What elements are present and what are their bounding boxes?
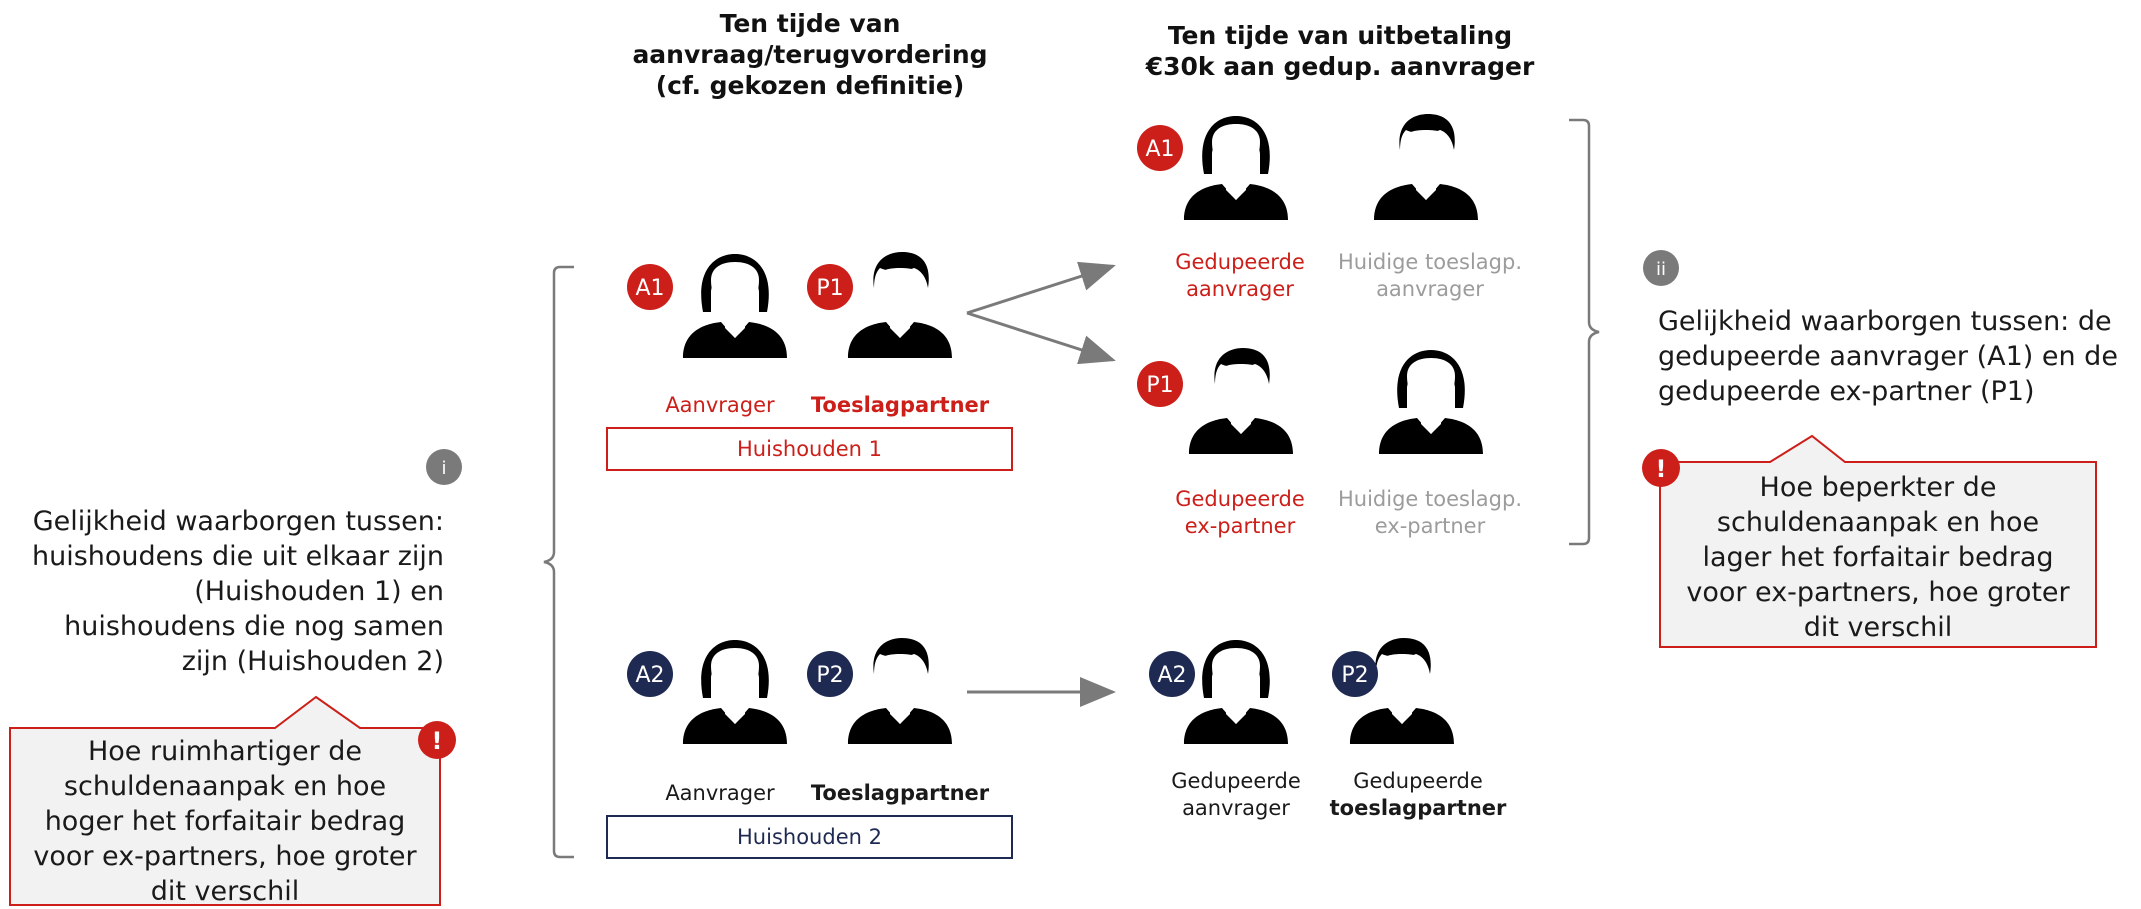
person-a2-household2-icon <box>683 640 787 744</box>
svg-text:!: ! <box>1656 455 1667 483</box>
huidige-toeslagp-aanvrager-label: Huidige toeslagp. aanvrager <box>1325 249 1535 303</box>
marker-ii: ii <box>1643 250 1679 286</box>
left-callout-line2: schuldenaanpak en hoe <box>63 771 387 802</box>
badge-p1-household1: P1 <box>807 264 853 310</box>
gedupeerde-ex-partner-line1: Gedupeerde <box>1175 487 1305 511</box>
left-note-line3: (Huishouden 1) en <box>194 576 444 607</box>
left-callout-text: Hoe ruimhartiger de schuldenaanpak en ho… <box>10 734 440 909</box>
household2-box: Huishouden 2 <box>606 815 1013 859</box>
gedupeerde-ex-partner-label: Gedupeerde ex-partner <box>1150 486 1330 540</box>
left-callout-frame <box>9 695 441 906</box>
svg-text:A2: A2 <box>635 663 664 688</box>
svg-text:i: i <box>441 458 446 479</box>
person-p2-household2-icon <box>848 638 952 744</box>
left-bracket <box>543 265 574 859</box>
left-note-line2: huishoudens die uit elkaar zijn <box>31 541 444 572</box>
right-bracket <box>1569 118 1600 546</box>
person-huidige-toeslagp-aanvrager-icon <box>1374 114 1478 220</box>
gedupeerde-ex-partner-line2: ex-partner <box>1184 514 1296 538</box>
right-callout-line3: lager het forfaitair bedrag <box>1702 542 2054 573</box>
svg-text:A2: A2 <box>1157 663 1186 688</box>
household1-applicant-label: Aanvrager <box>665 393 775 417</box>
svg-text:A1: A1 <box>635 276 664 301</box>
right-callout-line2: schuldenaanpak en hoe <box>1716 507 2040 538</box>
gedupeerde-toeslagpartner-label: Gedupeerde toeslagpartner <box>1318 768 1518 822</box>
gedupeerde-aanvrager-2-line1: Gedupeerde <box>1171 769 1301 793</box>
right-callout-warning-icon: ! <box>1642 449 1680 487</box>
header-payout-line2: €30k aan gedup. aanvrager <box>1145 52 1535 81</box>
header-payout-line1: Ten tijde van uitbetaling <box>1167 21 1513 50</box>
badge-a2-payout: A2 <box>1149 651 1195 697</box>
household1-box: Huishouden 1 <box>606 427 1013 471</box>
person-huidige-toeslagp-ex-partner-icon <box>1379 350 1483 454</box>
svg-text:P1: P1 <box>816 276 843 301</box>
person-a1-household1-icon <box>683 254 787 358</box>
header-application-line3: (cf. gekozen definitie) <box>655 71 965 100</box>
huidige-toeslagp-ex-partner-line2: ex-partner <box>1374 514 1486 538</box>
badge-p2-household2: P2 <box>807 651 853 697</box>
left-note-line1: Gelijkheid waarborgen tussen: <box>32 506 444 537</box>
huidige-toeslagp-ex-partner-line1: Huidige toeslagp. <box>1337 487 1522 511</box>
right-note: Gelijkheid waarborgen tussen: de gedupee… <box>1658 304 2138 409</box>
badge-a1-payout: A1 <box>1137 125 1183 171</box>
person-gedupeerde-aanvrager-2-icon <box>1184 640 1288 744</box>
badge-p2-payout: P2 <box>1332 651 1378 697</box>
household1-partner-label: Toeslagpartner <box>810 393 990 417</box>
left-callout-line3: hoger het forfaitair bedrag <box>44 806 406 837</box>
right-note-line1: Gelijkheid waarborgen tussen: de <box>1658 306 2112 337</box>
household2-applicant-label: Aanvrager <box>665 781 775 805</box>
left-note-line5: zijn (Huishouden 2) <box>181 646 444 677</box>
svg-text:P2: P2 <box>816 663 843 688</box>
gedupeerde-aanvrager-line1: Gedupeerde <box>1175 250 1305 274</box>
header-application-time: Ten tijde van aanvraag/terugvordering (c… <box>600 8 1020 101</box>
left-callout-warning-icon: ! <box>418 721 456 759</box>
person-p1-household1-icon <box>848 252 952 358</box>
person-gedupeerde-ex-partner-icon <box>1189 348 1293 454</box>
right-note-line3: gedupeerde ex-partner (P1) <box>1658 376 2035 407</box>
header-application-line1: Ten tijde van <box>719 9 901 38</box>
left-note-line4: huishoudens die nog samen <box>64 611 444 642</box>
left-note: Gelijkheid waarborgen tussen: huishouden… <box>10 504 444 679</box>
badge-p1-payout: P1 <box>1137 361 1183 407</box>
left-callout-line1: Hoe ruimhartiger de <box>87 736 363 767</box>
gedupeerde-aanvrager-2-label: Gedupeerde aanvrager <box>1146 768 1326 822</box>
right-callout-text: Hoe beperkter de schuldenaanpak en hoe l… <box>1660 470 2096 645</box>
gedupeerde-aanvrager-line2: aanvrager <box>1186 277 1294 301</box>
marker-i: i <box>426 449 462 485</box>
svg-text:P1: P1 <box>1146 373 1173 398</box>
right-callout-line4: voor ex-partners, hoe groter <box>1686 577 2070 608</box>
right-callout-line1: Hoe beperkter de <box>1759 472 1997 503</box>
huidige-toeslagp-ex-partner-label: Huidige toeslagp. ex-partner <box>1325 486 1535 540</box>
right-callout-frame <box>1659 434 2097 648</box>
huidige-toeslagp-aanvrager-line2: aanvrager <box>1376 277 1484 301</box>
badge-a2-household2: A2 <box>627 651 673 697</box>
left-callout-line5: dit verschil <box>150 876 300 907</box>
badge-a1-household1: A1 <box>627 264 673 310</box>
huidige-toeslagp-aanvrager-line1: Huidige toeslagp. <box>1337 250 1522 274</box>
right-callout-line5: dit verschil <box>1803 612 1953 643</box>
arrow-to-gedupeerde-aanvrager <box>966 261 1116 315</box>
person-gedupeerde-aanvrager-icon <box>1184 116 1288 220</box>
gedupeerde-aanvrager-label: Gedupeerde aanvrager <box>1150 249 1330 303</box>
svg-text:P2: P2 <box>1341 663 1368 688</box>
gedupeerde-toeslagpartner-line2: toeslagpartner <box>1329 796 1507 820</box>
left-callout-line4: voor ex-partners, hoe groter <box>33 841 417 872</box>
arrow-to-gedupeerde-ex-partner <box>966 311 1116 365</box>
right-note-line2: gedupeerde aanvrager (A1) en de <box>1658 341 2118 372</box>
household2-partner-label: Toeslagpartner <box>810 781 990 805</box>
gedupeerde-aanvrager-2-line2: aanvrager <box>1182 796 1290 820</box>
gedupeerde-toeslagpartner-line1: Gedupeerde <box>1353 769 1483 793</box>
header-payout-time: Ten tijde van uitbetaling €30k aan gedup… <box>1110 20 1570 82</box>
svg-text:!: ! <box>432 727 443 755</box>
svg-text:ii: ii <box>1656 259 1666 280</box>
svg-text:A1: A1 <box>1145 137 1174 162</box>
header-application-line2: aanvraag/terugvordering <box>632 40 988 69</box>
